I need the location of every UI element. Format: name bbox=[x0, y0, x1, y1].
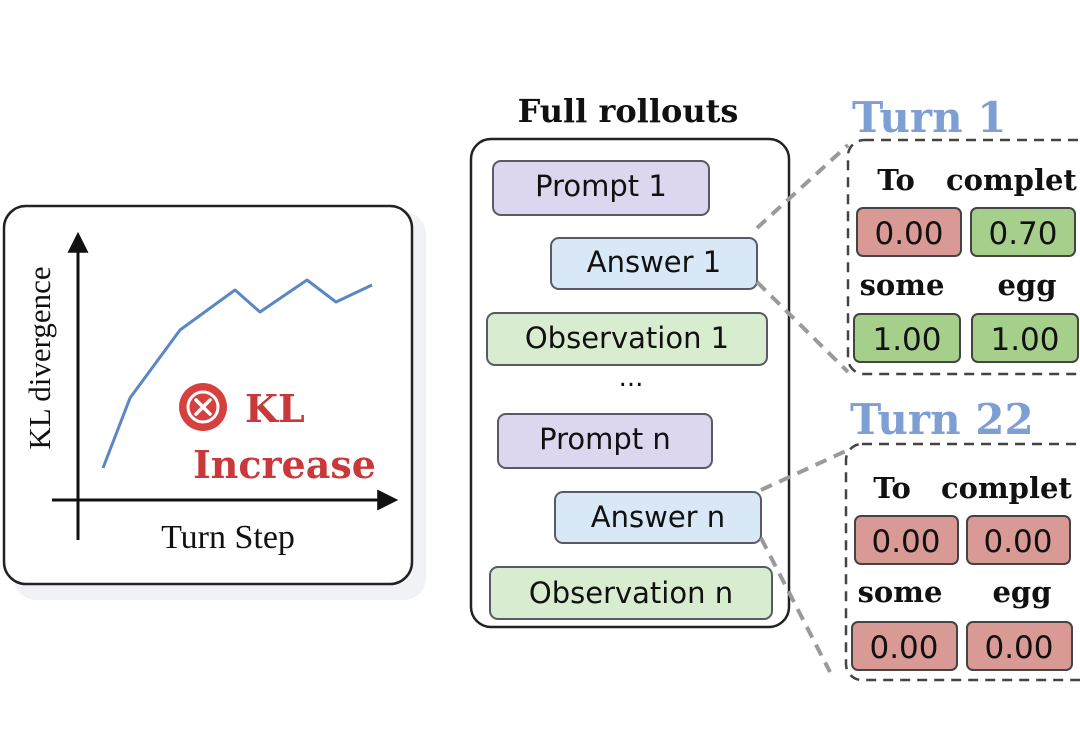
kl-curve-line bbox=[101, 278, 373, 469]
score-cell bbox=[971, 313, 1079, 363]
connector-answern-turn22-bottom bbox=[759, 537, 832, 673]
score-value: 0.00 bbox=[869, 630, 938, 666]
score-value: 0.00 bbox=[874, 216, 943, 252]
rollout-item-label: Answer n bbox=[591, 500, 725, 534]
warning-line-2: Increase bbox=[193, 442, 376, 487]
y-axis-label: KL divergence bbox=[22, 266, 57, 449]
score-value: 0.00 bbox=[871, 524, 940, 560]
score-value: 1.00 bbox=[990, 322, 1059, 358]
rollout-observation-1: Observation 1 bbox=[486, 312, 768, 366]
rollout-ellipsis: ... bbox=[619, 363, 644, 393]
rollout-item-label: Observation 1 bbox=[525, 321, 729, 355]
rollout-item-label: Answer 1 bbox=[587, 245, 721, 279]
score-cell bbox=[966, 621, 1073, 671]
score-value: 1.00 bbox=[872, 322, 941, 358]
rollout-item-label: Prompt n bbox=[539, 422, 671, 456]
token-word: complet bbox=[946, 163, 1077, 197]
score-cell bbox=[851, 621, 958, 671]
score-cell bbox=[966, 515, 1071, 565]
rollout-prompt-n: Prompt n bbox=[497, 413, 713, 469]
turn-22-title: Turn 22 bbox=[850, 395, 1034, 444]
rollout-answer-1: Answer 1 bbox=[550, 237, 758, 290]
connector-answer1-turn1-top bbox=[755, 143, 850, 230]
turn-22-panel: Turn 22 To complet 0.00 0.00 some egg 0.… bbox=[844, 395, 1080, 682]
warning-line-1: KL bbox=[245, 386, 305, 431]
token-word: some bbox=[858, 575, 943, 609]
rollout-item-label: Observation n bbox=[529, 576, 733, 610]
x-axis-label: Turn Step bbox=[161, 519, 295, 556]
score-value: 0.00 bbox=[984, 630, 1053, 666]
score-cell bbox=[853, 313, 961, 363]
score-cell bbox=[970, 207, 1076, 257]
rollout-item-label: Prompt 1 bbox=[535, 169, 667, 203]
turn-1-panel: Turn 1 To complet 0.00 0.70 some egg 1.0… bbox=[846, 93, 1080, 376]
connector-answern-turn22-top bbox=[760, 448, 849, 492]
warning-x-icon bbox=[179, 383, 227, 431]
kl-divergence-panel: KL divergence Turn Step KL Increase bbox=[2, 204, 426, 600]
score-value: 0.70 bbox=[988, 216, 1057, 252]
score-cell bbox=[856, 207, 962, 257]
rollout-observation-n: Observation n bbox=[489, 566, 773, 620]
token-word: some bbox=[860, 268, 945, 302]
connector-answer1-turn1-bottom bbox=[755, 280, 850, 374]
rollouts-panel: Full rollouts Prompt 1 Answer 1 Observat… bbox=[469, 92, 791, 629]
rollout-answer-n: Answer n bbox=[554, 491, 762, 544]
turn-22-frame bbox=[844, 442, 1080, 682]
turn-1-title: Turn 1 bbox=[852, 93, 1006, 142]
token-word: To bbox=[873, 471, 911, 505]
rollout-prompt-1: Prompt 1 bbox=[492, 160, 710, 216]
connector-lines bbox=[755, 143, 850, 673]
score-value: 0.00 bbox=[983, 524, 1052, 560]
token-word: To bbox=[877, 163, 915, 197]
score-cell bbox=[854, 515, 959, 565]
token-word: complet bbox=[941, 471, 1072, 505]
rollouts-title: Full rollouts bbox=[518, 92, 739, 130]
token-word: egg bbox=[992, 575, 1051, 609]
token-word: egg bbox=[997, 268, 1056, 302]
